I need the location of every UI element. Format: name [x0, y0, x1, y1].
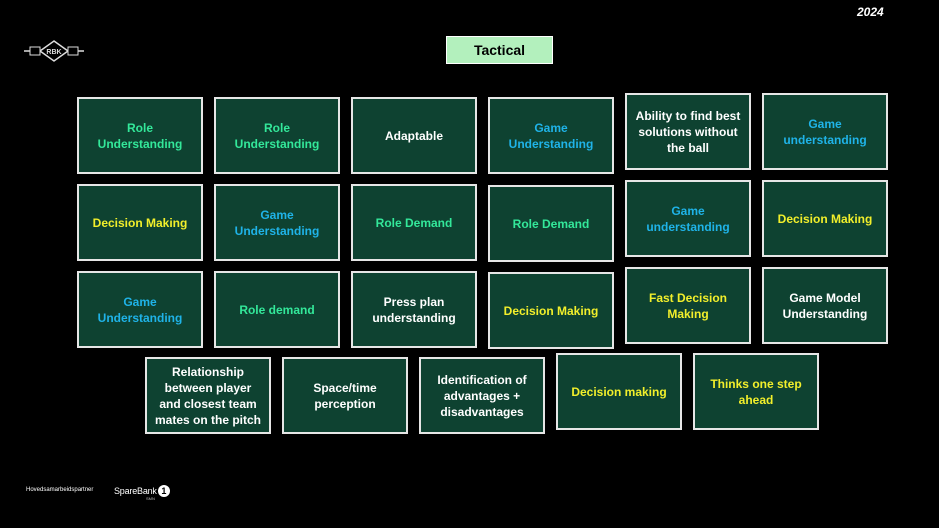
card-decision-making-1: Decision Making	[77, 184, 203, 261]
club-logo-icon: RBK	[24, 40, 84, 62]
year-label: 2024	[857, 5, 884, 19]
card-ability-find-solutions: Ability to find best solutions without t…	[625, 93, 751, 170]
page-title: Tactical	[446, 36, 553, 64]
card-game-understanding-3: Game Understanding	[214, 184, 340, 261]
card-adaptable: Adaptable	[351, 97, 477, 174]
sponsor-name: SpareBank	[114, 486, 157, 496]
card-role-demand-2: Role Demand	[488, 185, 614, 262]
sponsor-number-icon: 1	[157, 485, 170, 497]
card-space-time-perception: Space/time perception	[282, 357, 408, 434]
card-game-model-understanding: Game Model Understanding	[762, 267, 888, 344]
card-role-understanding-1: Role Understanding	[77, 97, 203, 174]
card-identification-advantages: Identification of advantages + disadvant…	[419, 357, 545, 434]
card-thinks-one-step-ahead: Thinks one step ahead	[693, 353, 819, 430]
card-game-understanding-2: Game understanding	[762, 93, 888, 170]
sponsor-sub: SMN	[146, 496, 155, 501]
card-game-understanding-4: Game understanding	[625, 180, 751, 257]
card-role-demand-1: Role Demand	[351, 184, 477, 261]
club-logo-text: RBK	[46, 49, 61, 56]
card-game-understanding-1: Game Understanding	[488, 97, 614, 174]
card-role-understanding-2: Role Understanding	[214, 97, 340, 174]
card-decision-making-2: Decision Making	[762, 180, 888, 257]
card-role-demand-3: Role demand	[214, 271, 340, 348]
partner-label: Hovedsamarbeidspartner	[26, 487, 94, 493]
sponsor-logo: SpareBank 1	[114, 485, 170, 497]
card-relationship-player-teammates: Relationship between player and closest …	[145, 357, 271, 434]
card-decision-making-4: Decision making	[556, 353, 682, 430]
card-fast-decision-making: Fast Decision Making	[625, 267, 751, 344]
card-game-understanding-5: Game Understanding	[77, 271, 203, 348]
card-decision-making-3: Decision Making	[488, 272, 614, 349]
card-press-plan-understanding: Press plan understanding	[351, 271, 477, 348]
